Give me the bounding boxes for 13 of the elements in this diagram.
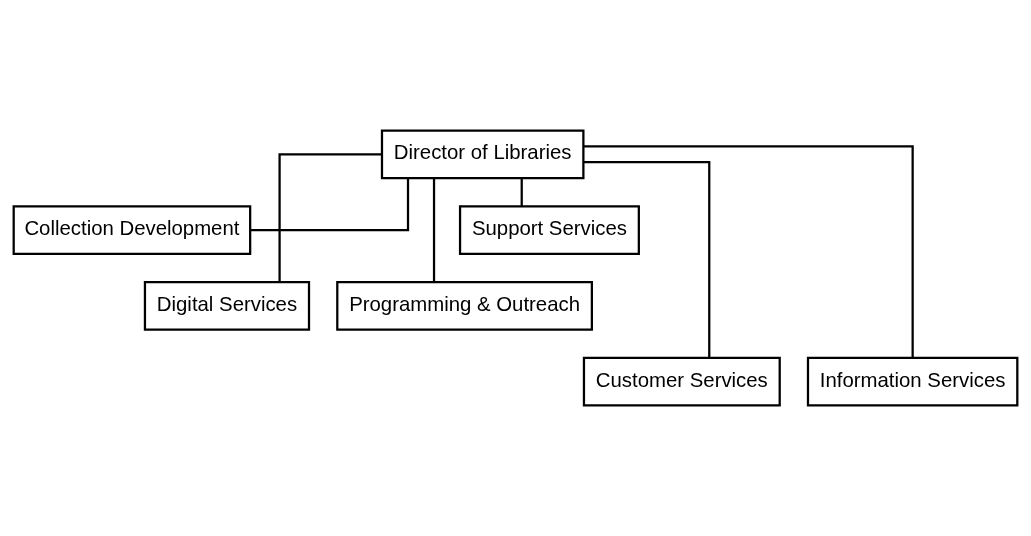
node-box: Customer Services — [582, 356, 781, 407]
node-box: Director of Libraries — [380, 129, 585, 180]
node-box: Support Services — [458, 205, 640, 255]
connector — [583, 145, 914, 358]
connector — [250, 178, 410, 232]
node-box: Digital Services — [143, 281, 311, 331]
connector — [520, 178, 523, 206]
connector — [583, 161, 711, 358]
node-box: Information Services — [806, 356, 1019, 407]
connector — [278, 153, 382, 282]
node-box: Programming & Outreach — [336, 281, 593, 331]
connector — [432, 178, 436, 282]
node-box: Collection Development — [12, 205, 252, 255]
